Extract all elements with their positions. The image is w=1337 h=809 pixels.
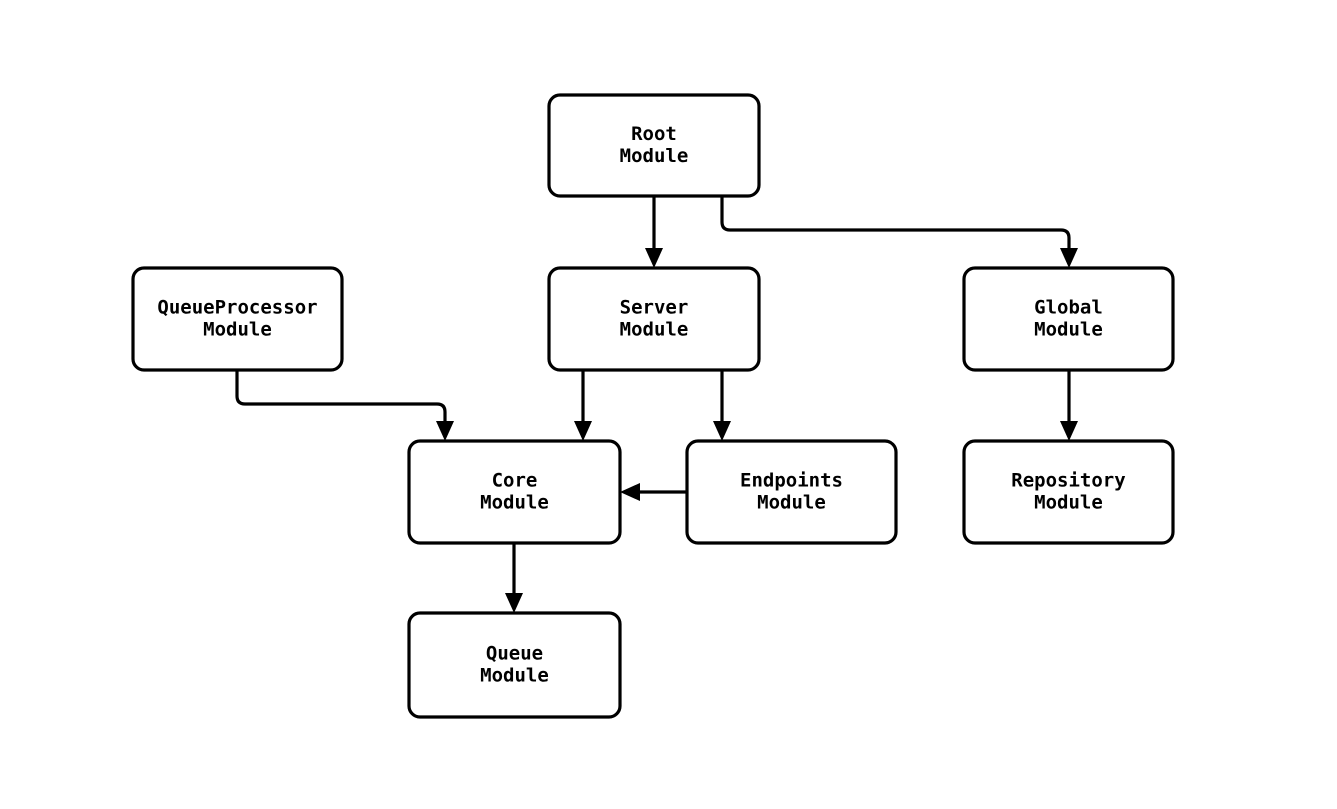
edge-core-to-queue	[505, 543, 523, 613]
node-box[interactable]	[131, 266, 344, 372]
node-box[interactable]	[962, 439, 1175, 545]
node-global-module[interactable]: Global Module	[962, 266, 1175, 372]
node-label-line2: Module	[620, 319, 689, 341]
arrowhead-icon	[574, 421, 592, 441]
node-endpoints-module[interactable]: Endpoints Module	[685, 439, 898, 545]
edge-line	[720, 196, 1071, 249]
node-label-line2: Module	[1034, 319, 1103, 341]
node-box[interactable]	[407, 439, 622, 545]
edge-line	[235, 370, 447, 422]
node-label-line2: Module	[1034, 492, 1103, 514]
edge-global-to-repository	[1060, 370, 1078, 441]
node-label-line1: Endpoints	[740, 470, 843, 492]
node-core-module[interactable]: Core Module	[407, 439, 622, 545]
arrowhead-icon	[620, 483, 640, 501]
edge-root-to-server	[645, 196, 663, 268]
edge-layer	[235, 196, 1078, 613]
node-label-line2: Module	[480, 492, 549, 514]
edge-server-to-core	[574, 370, 592, 441]
node-repository-module[interactable]: Repository Module	[962, 439, 1175, 545]
node-label-line1: Server	[620, 297, 689, 319]
edge-endpoints-to-core	[620, 483, 687, 501]
node-label-line2: Module	[620, 145, 689, 167]
arrowhead-icon	[645, 248, 663, 268]
node-queue-module[interactable]: Queue Module	[407, 611, 622, 719]
node-box[interactable]	[962, 266, 1175, 372]
arrowhead-icon	[713, 421, 731, 441]
node-label-line1: Core	[492, 470, 538, 492]
node-label-line2: Module	[757, 492, 826, 514]
node-box[interactable]	[547, 93, 761, 198]
node-layer: Root Module QueueProcessor Module Server…	[131, 93, 1175, 719]
node-label-line1: QueueProcessor	[157, 297, 317, 319]
edge-server-to-endpoints	[713, 370, 731, 441]
node-queueprocessor-module[interactable]: QueueProcessor Module	[131, 266, 344, 372]
node-label-line1: Queue	[486, 643, 543, 665]
arrowhead-icon	[436, 421, 454, 441]
node-box[interactable]	[547, 266, 761, 372]
arrowhead-icon	[1060, 421, 1078, 441]
arrowhead-icon	[1060, 248, 1078, 268]
node-server-module[interactable]: Server Module	[547, 266, 761, 372]
edge-root-to-global	[720, 196, 1078, 268]
node-box[interactable]	[685, 439, 898, 545]
edge-queueprocessor-to-core	[235, 370, 454, 441]
node-label-line2: Module	[480, 665, 549, 687]
node-box[interactable]	[407, 611, 622, 719]
arrowhead-icon	[505, 593, 523, 613]
node-root-module[interactable]: Root Module	[547, 93, 761, 198]
node-label-line1: Repository	[1011, 470, 1125, 492]
node-label-line1: Global	[1034, 297, 1103, 319]
node-label-line2: Module	[203, 319, 272, 341]
node-label-line1: Root	[631, 123, 677, 145]
